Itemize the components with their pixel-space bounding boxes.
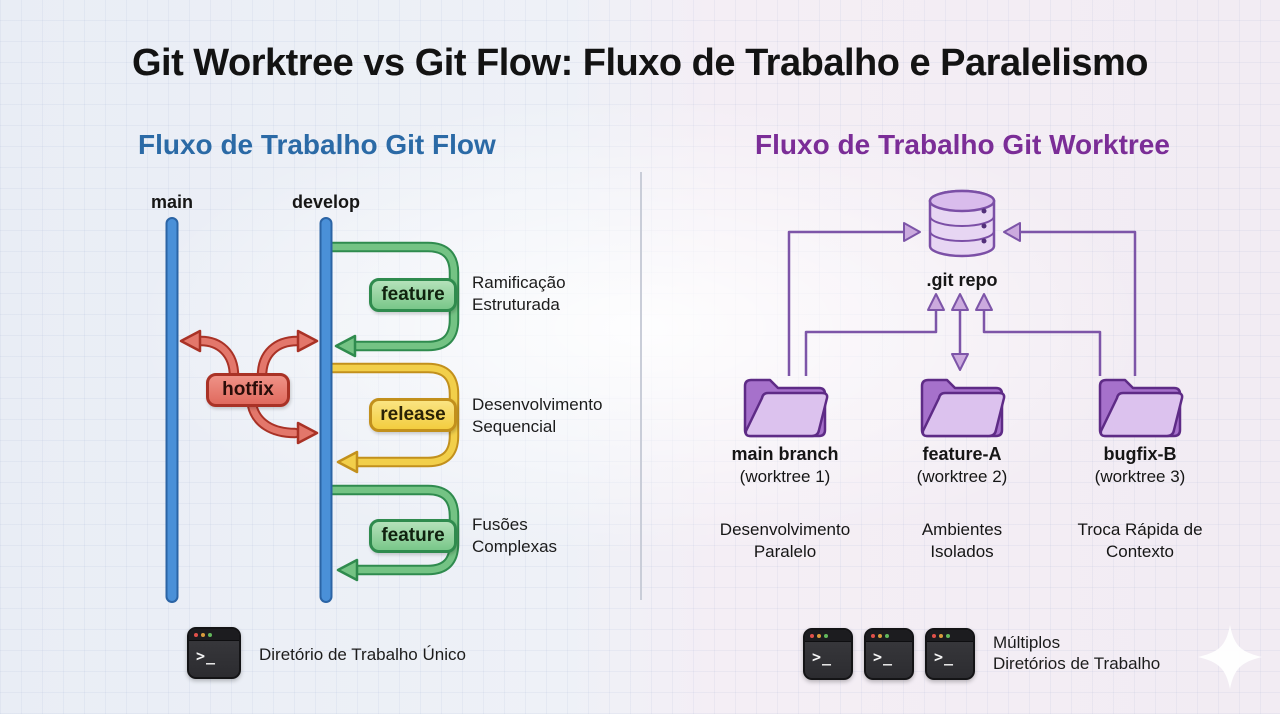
git-repo-label: .git repo bbox=[926, 270, 998, 290]
folder-icon-bugfix-b bbox=[1098, 378, 1184, 438]
annotation-sequential-development: Desenvolvimento Sequencial bbox=[472, 395, 603, 436]
terminal-window-icon: >_ bbox=[187, 627, 241, 679]
titlebar-dot-green bbox=[946, 633, 950, 638]
worktree3-benefit: Troca Rápida de Contexto bbox=[1077, 520, 1203, 561]
gitflow-footer-label: Diretório de Trabalho Único bbox=[259, 645, 466, 664]
worktree-heading: Fluxo de Trabalho Git Worktree bbox=[755, 129, 1170, 160]
git-repo-database-icon bbox=[928, 189, 996, 258]
worktree1-benefit: Desenvolvimento Paralelo bbox=[719, 520, 851, 561]
terminal-titlebar bbox=[866, 630, 912, 642]
develop-branch-line bbox=[319, 217, 333, 603]
terminal-titlebar bbox=[927, 630, 973, 642]
terminal-prompt-glyph: >_ bbox=[196, 647, 217, 665]
worktree1-name: main branch bbox=[731, 444, 839, 464]
sparkle-icon bbox=[1198, 625, 1262, 689]
main-branch-label: main bbox=[150, 192, 193, 212]
release-node: release bbox=[369, 398, 457, 432]
terminal-prompt-glyph: >_ bbox=[812, 648, 833, 666]
hotfix-branch-curves bbox=[179, 329, 319, 445]
titlebar-dot-yellow bbox=[201, 632, 205, 637]
worktree-connectors bbox=[787, 230, 1137, 376]
titlebar-dot-red bbox=[871, 633, 875, 638]
titlebar-dot-green bbox=[824, 633, 828, 638]
worktree2-sub: (worktree 2) bbox=[916, 467, 1008, 486]
terminal-titlebar bbox=[805, 630, 851, 642]
titlebar-dot-red bbox=[932, 633, 936, 638]
terminal-window-icon: >_ bbox=[864, 628, 914, 680]
worktree-arrowheads bbox=[903, 222, 1021, 371]
annotation-structured-branching: Ramificação Estruturada bbox=[472, 273, 566, 314]
folder-icon-main-branch bbox=[743, 378, 829, 438]
worktree-footer-label: Múltiplos Diretórios de Trabalho bbox=[993, 633, 1161, 673]
worktree2-name: feature-A bbox=[922, 444, 1002, 464]
hotfix-node: hotfix bbox=[206, 373, 290, 407]
titlebar-dot-red bbox=[810, 633, 814, 638]
titlebar-dot-yellow bbox=[939, 633, 943, 638]
develop-branch-label: develop bbox=[291, 192, 361, 212]
terminal-titlebar bbox=[189, 629, 239, 641]
terminal-window-icon: >_ bbox=[925, 628, 975, 680]
gitflow-heading: Fluxo de Trabalho Git Flow bbox=[138, 129, 496, 160]
worktree3-name: bugfix-B bbox=[1103, 444, 1177, 464]
worktree2-benefit: Ambientes Isolados bbox=[921, 520, 1003, 561]
annotation-complex-merges: Fusões Complexas bbox=[472, 515, 558, 556]
terminal-prompt-glyph: >_ bbox=[934, 648, 955, 666]
folder-icon-feature-a bbox=[920, 378, 1006, 438]
page-title: Git Worktree vs Git Flow: Fluxo de Traba… bbox=[131, 42, 1149, 84]
worktree3-sub: (worktree 3) bbox=[1094, 467, 1186, 486]
terminal-window-icon: >_ bbox=[803, 628, 853, 680]
titlebar-dot-yellow bbox=[817, 633, 821, 638]
worktree-diagram bbox=[743, 189, 1184, 438]
feature-node-bottom: feature bbox=[369, 519, 457, 553]
main-branch-line bbox=[165, 217, 179, 603]
terminal-prompt-glyph: >_ bbox=[873, 648, 894, 666]
feature-node-top: feature bbox=[369, 278, 457, 312]
worktree1-sub: (worktree 1) bbox=[739, 467, 831, 486]
titlebar-dot-yellow bbox=[878, 633, 882, 638]
titlebar-dot-green bbox=[208, 632, 212, 637]
titlebar-dot-green bbox=[885, 633, 889, 638]
titlebar-dot-red bbox=[194, 632, 198, 637]
